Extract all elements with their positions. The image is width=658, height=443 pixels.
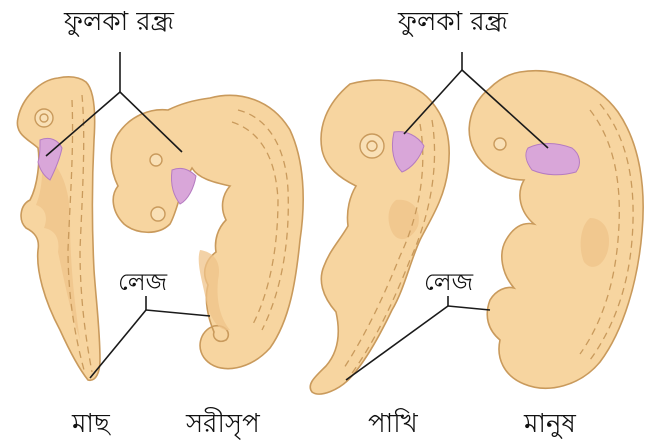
reptile-embryo	[111, 95, 303, 368]
human-gill-slits	[526, 144, 580, 175]
tail-label-left: লেজ	[118, 268, 168, 296]
human-label: মানুষ	[523, 409, 576, 439]
tail-leaders-left	[90, 296, 210, 378]
gill-slit-label-right: ফুলকা রন্ধ্র	[397, 7, 509, 37]
reptile-eye	[150, 154, 162, 166]
fish-embryo	[17, 77, 100, 380]
human-eye	[494, 138, 506, 150]
fish-label: মাছ	[71, 409, 111, 439]
bird-embryo	[310, 80, 449, 394]
tail-label-right: লেজ	[424, 268, 474, 296]
human-embryo	[469, 71, 643, 388]
bird-label: পাখি	[368, 408, 419, 439]
reptile-label: সরীসৃপ	[185, 407, 260, 439]
gill-slit-label-left: ফুলকা রন্ধ্র	[63, 7, 175, 37]
